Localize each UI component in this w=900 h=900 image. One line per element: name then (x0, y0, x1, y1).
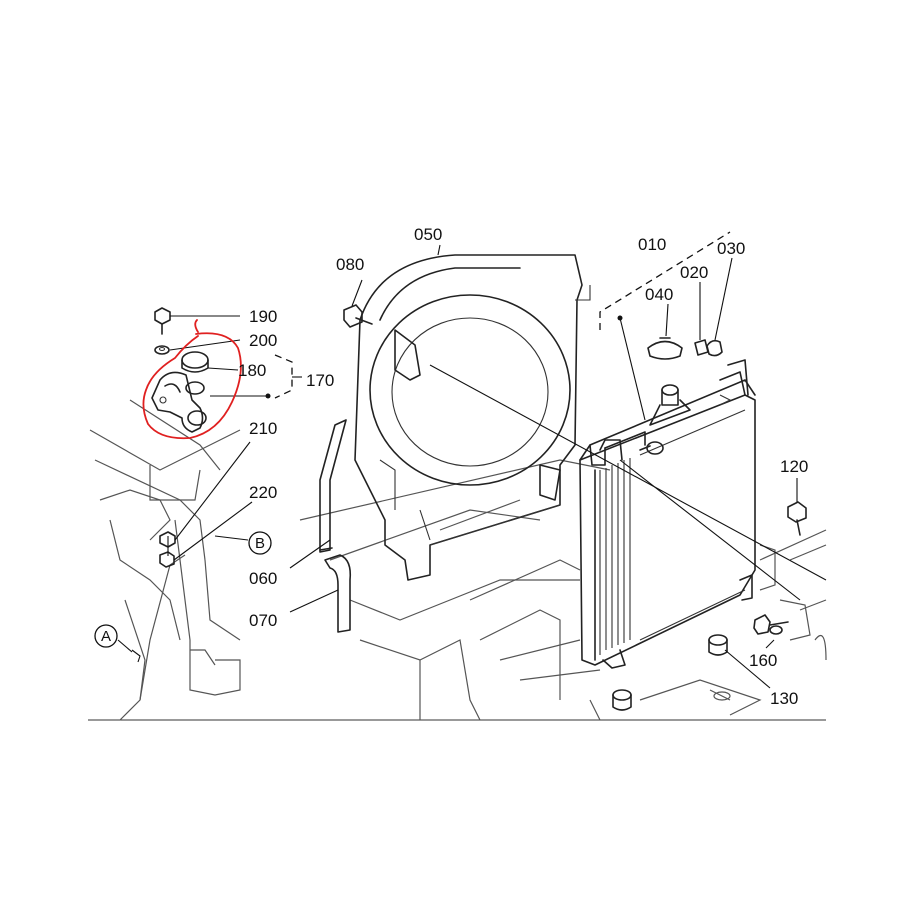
bolt-160 (753, 614, 789, 635)
callout-160: 160 (749, 651, 777, 670)
callout-120: 120 (780, 457, 808, 476)
callout-190: 190 (249, 307, 277, 326)
ref-label-b: B (255, 535, 265, 552)
callout-labels: 190 200 180 170 210 220 060 070 080 050 … (238, 225, 808, 708)
callout-130: 130 (770, 689, 798, 708)
group-bracket-170 (274, 354, 302, 399)
hose-060 (319, 419, 347, 553)
hose-070 (324, 554, 352, 633)
bolt-220 (159, 551, 175, 568)
callout-200: 200 (249, 331, 277, 350)
callout-180: 180 (238, 361, 266, 380)
callout-080: 080 (336, 255, 364, 274)
washer-200 (154, 345, 170, 355)
callout-170: 170 (306, 371, 334, 390)
leader-lines (117, 244, 827, 689)
radiator-010 (579, 359, 756, 669)
callout-040: 040 (645, 285, 673, 304)
bolt-080 (343, 304, 373, 328)
thermostat-housing (151, 371, 207, 433)
callout-210: 210 (249, 419, 277, 438)
callout-060: 060 (249, 569, 277, 588)
ref-label-a: A (101, 628, 111, 645)
highlight-circle (142, 319, 242, 440)
rubber-mount-130 (612, 634, 728, 711)
chassis-frame (89, 399, 827, 721)
callout-030: 030 (717, 239, 745, 258)
callout-020: 020 (680, 263, 708, 282)
callout-070: 070 (249, 611, 277, 630)
nut-210 (159, 531, 176, 548)
group-bracket-010 (599, 231, 731, 330)
ref-marker-b: B (248, 531, 272, 555)
callout-050: 050 (414, 225, 442, 244)
bolt-120 (787, 501, 807, 536)
callout-220: 220 (249, 483, 277, 502)
radiator-cap-040 (647, 337, 683, 360)
ref-marker-a: A (94, 624, 118, 648)
fan-shroud-050 (354, 254, 591, 581)
callout-010: 010 (638, 235, 666, 254)
drain-plug-020 (694, 339, 709, 356)
bolt-190 (154, 307, 171, 335)
thermostat-180 (181, 351, 209, 373)
plug-030 (706, 339, 723, 357)
